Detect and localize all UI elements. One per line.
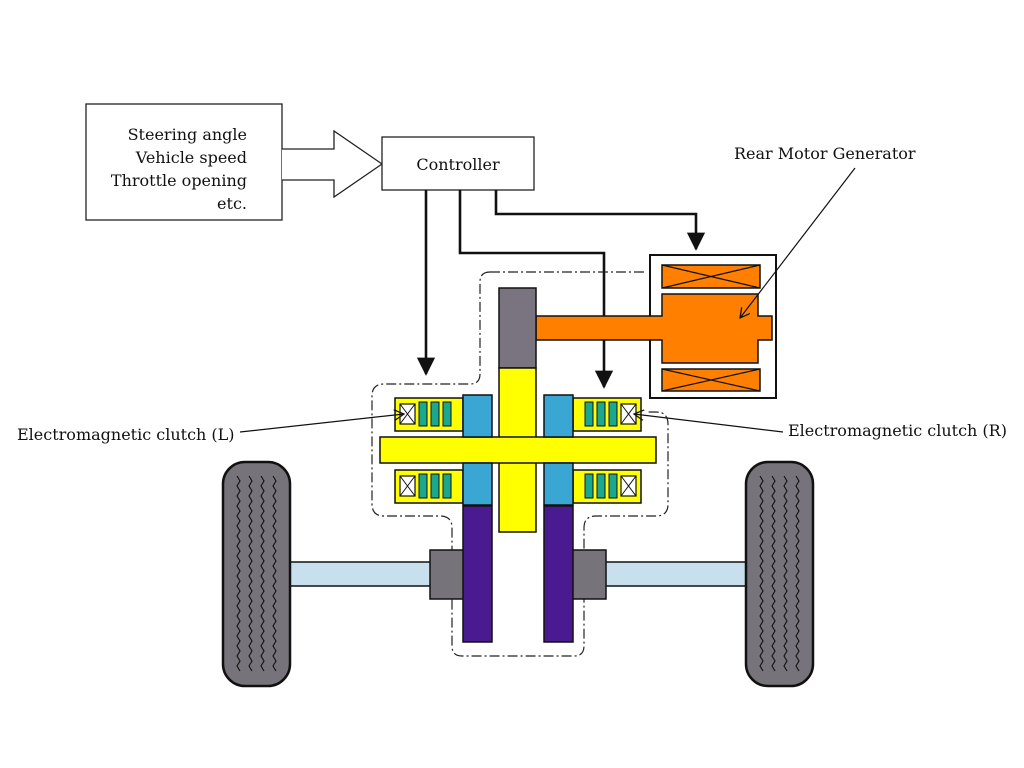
leader-rear-motor bbox=[740, 167, 856, 318]
housing-outline bbox=[371, 271, 669, 657]
main-gear-upper bbox=[498, 287, 537, 369]
input-etc: etc. bbox=[217, 194, 247, 213]
axles bbox=[287, 549, 749, 600]
clutch-left-label: Electromagnetic clutch (L) bbox=[17, 425, 235, 444]
clutch-right-label: Electromagnetic clutch (R) bbox=[788, 421, 1007, 440]
wheel-left bbox=[221, 460, 292, 688]
hub-right bbox=[571, 549, 607, 600]
input-steering-angle: Steering angle bbox=[128, 125, 247, 144]
controller-box: Controller bbox=[381, 136, 535, 191]
axle-right bbox=[602, 561, 749, 587]
hub-left bbox=[429, 549, 465, 600]
input-throttle-opening: Throttle opening bbox=[111, 171, 247, 190]
motor-rotor-shaft bbox=[535, 293, 773, 364]
leader-clutch-left bbox=[239, 414, 404, 433]
intermediate-shaft bbox=[379, 436, 657, 464]
wheel-right bbox=[744, 460, 815, 688]
axle-left bbox=[287, 561, 434, 587]
controller-label: Controller bbox=[416, 155, 500, 174]
control-line-motor bbox=[494, 190, 706, 251]
input-vehicle-speed: Vehicle speed bbox=[135, 148, 247, 167]
output-gear-right bbox=[543, 505, 574, 643]
clutch-left bbox=[394, 394, 493, 506]
rear-motor-generator-label: Rear Motor Generator bbox=[734, 144, 916, 163]
leader-lines bbox=[239, 167, 856, 433]
input-to-controller-arrow bbox=[282, 129, 384, 199]
output-gear-left bbox=[462, 505, 493, 643]
inputs-box: Steering angle Vehicle speed Throttle op… bbox=[85, 103, 283, 221]
leader-clutch-right bbox=[634, 414, 784, 433]
rear-motor-generator bbox=[535, 254, 777, 399]
